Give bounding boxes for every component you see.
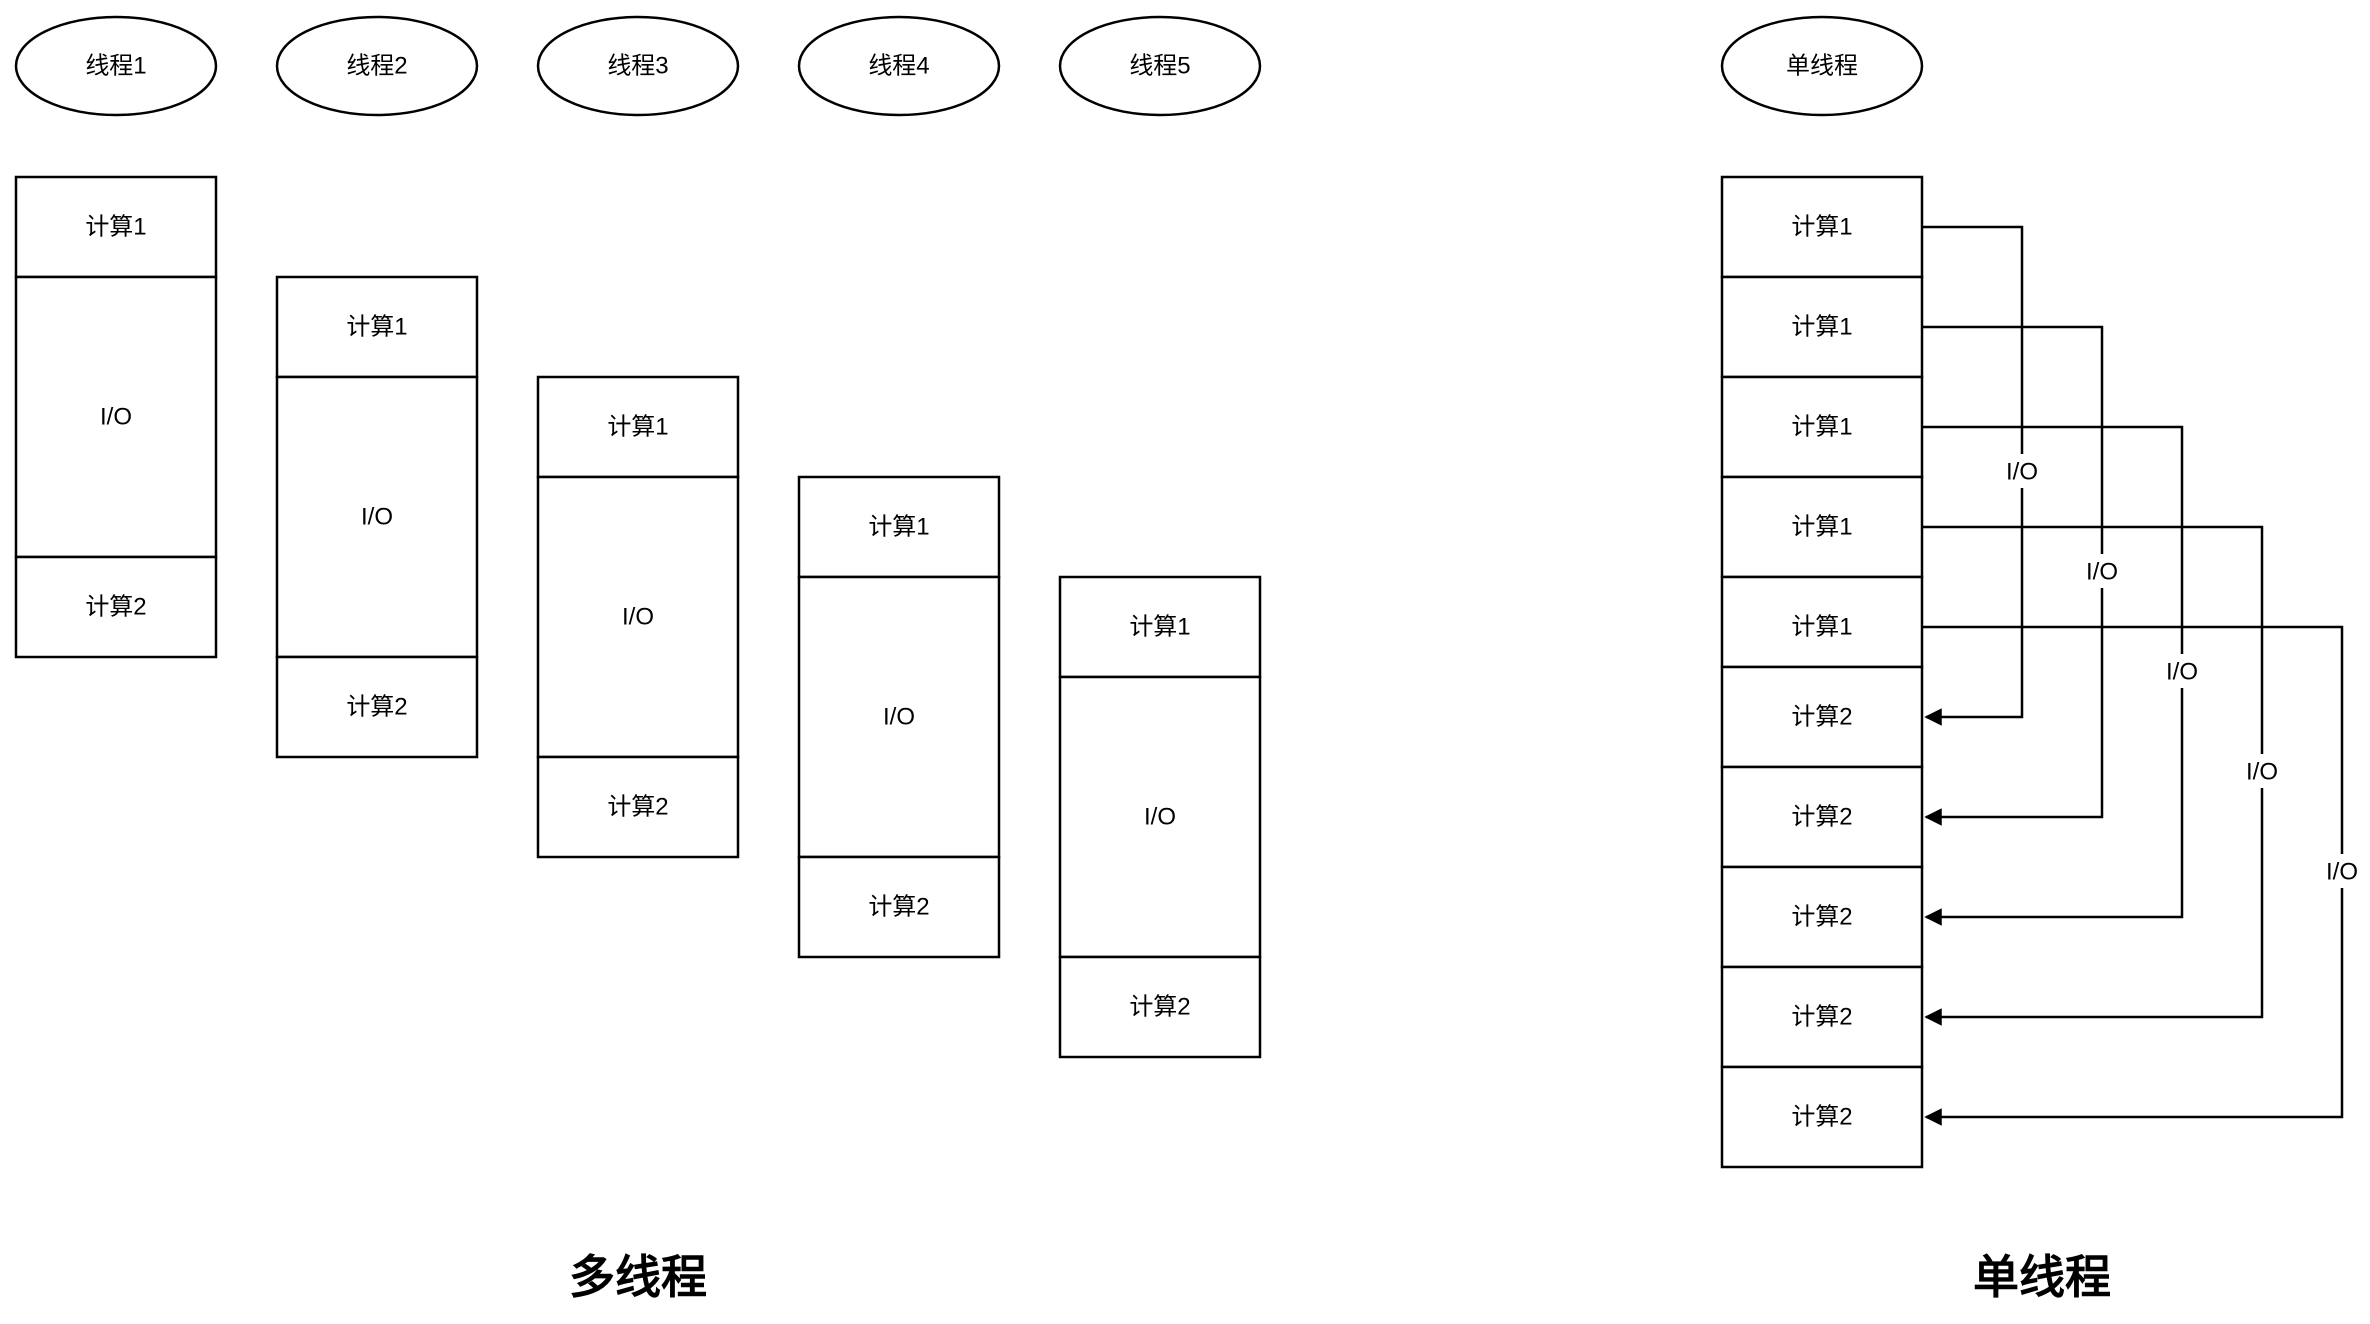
- single-thread-label: 单线程: [1786, 53, 1858, 80]
- thread-3-compute2-label: 计算2: [607, 794, 668, 821]
- single-compute1-label: 计算1: [1791, 614, 1852, 641]
- thread-1: 线程1 计算1 I/O 计算2: [14, 15, 218, 659]
- thread-4-label: 线程4: [868, 53, 929, 80]
- single-compute1-block: [1720, 375, 1924, 479]
- thread-4-compute2-label: 计算2: [868, 894, 929, 921]
- thread-1-ellipse: [14, 15, 218, 117]
- thread-4-compute2-block: [797, 855, 1001, 959]
- io-connector-label: I/O: [2326, 859, 2358, 886]
- thread-3-compute2-block: [536, 755, 740, 859]
- single-thread-section: 单线程 计算1 计算1 计算1 计算1 计算1 计算2 计算2 计算2 计算2 …: [1720, 15, 2367, 1303]
- single-compute2-block: [1720, 765, 1924, 869]
- thread-2-compute1-block: [275, 275, 479, 379]
- thread-1-compute2-block: [14, 555, 218, 659]
- thread-5-io-block: [1058, 675, 1262, 959]
- single-compute2-label: 计算2: [1791, 904, 1852, 931]
- single-compute2-label: 计算2: [1791, 704, 1852, 731]
- thread-5-io-label: I/O: [1144, 804, 1176, 831]
- thread-2-label: 线程2: [346, 53, 407, 80]
- thread-3: 线程3 计算1 I/O 计算2: [536, 15, 740, 859]
- single-compute2-block: [1720, 1065, 1924, 1169]
- io-connector-arrow: [1922, 425, 2184, 926]
- single-compute2-label: 计算2: [1791, 1004, 1852, 1031]
- io-connector-label: I/O: [2246, 759, 2278, 786]
- thread-5-ellipse: [1058, 15, 1262, 117]
- io-connector-arrow: [1922, 525, 2264, 1026]
- io-connector-label: I/O: [2166, 659, 2198, 686]
- single-thread-ellipse: [1720, 15, 1924, 117]
- io-connector-label: I/O: [2086, 559, 2118, 586]
- thread-2-compute2-block: [275, 655, 479, 759]
- thread-2-ellipse: [275, 15, 479, 117]
- thread-2-io-label: I/O: [361, 504, 393, 531]
- thread-5-compute2-block: [1058, 955, 1262, 1059]
- thread-1-compute1-label: 计算1: [85, 214, 146, 241]
- single-compute2-block: [1720, 865, 1924, 969]
- thread-2-io-block: [275, 375, 479, 659]
- thread-4-ellipse: [797, 15, 1001, 117]
- multi-thread-section: 线程1 计算1 I/O 计算2 线程2 计算1 I/O 计算2 线程3 计算1: [14, 15, 1262, 1303]
- thread-3-label: 线程3: [607, 53, 668, 80]
- single-compute1-block: [1720, 275, 1924, 379]
- multi-thread-title: 多线程: [569, 1251, 707, 1303]
- single-compute1-label: 计算1: [1791, 414, 1852, 441]
- single-thread-title: 单线程: [1973, 1251, 2111, 1303]
- single-compute2-label: 计算2: [1791, 1104, 1852, 1131]
- single-compute1-label: 计算1: [1791, 514, 1852, 541]
- io-label-bg: [2237, 754, 2287, 788]
- thread-3-compute1-block: [536, 375, 740, 479]
- io-connector-label: I/O: [2006, 459, 2038, 486]
- io-connector-arrow: [1922, 325, 2104, 826]
- thread-1-compute1-block: [14, 175, 218, 279]
- single-compute1-block: [1720, 475, 1924, 579]
- thread-5-label: 线程5: [1129, 53, 1190, 80]
- thread-2: 线程2 计算1 I/O 计算2: [275, 15, 479, 759]
- io-label-bg: [2157, 654, 2207, 688]
- thread-1-label: 线程1: [85, 53, 146, 80]
- thread-5-compute2-label: 计算2: [1129, 994, 1190, 1021]
- thread-4-compute1-block: [797, 475, 1001, 579]
- thread-5: 线程5 计算1 I/O 计算2: [1058, 15, 1262, 1059]
- io-label-bg: [2317, 854, 2367, 888]
- thread-4: 线程4 计算1 I/O 计算2: [797, 15, 1001, 959]
- thread-3-ellipse: [536, 15, 740, 117]
- thread-1-io-label: I/O: [100, 404, 132, 431]
- thread-4-io-label: I/O: [883, 704, 915, 731]
- single-compute2-block: [1720, 965, 1924, 1069]
- thread-3-compute1-label: 计算1: [607, 414, 668, 441]
- thread-2-compute2-label: 计算2: [346, 694, 407, 721]
- thread-1-io-block: [14, 275, 218, 559]
- single-compute1-block: [1720, 175, 1924, 279]
- thread-5-compute1-block: [1058, 575, 1262, 679]
- thread-4-compute1-label: 计算1: [868, 514, 929, 541]
- io-connector-arrow: [1922, 625, 2344, 1126]
- single-compute1-label: 计算1: [1791, 214, 1852, 241]
- thread-1-compute2-label: 计算2: [85, 594, 146, 621]
- thread-3-io-block: [536, 475, 740, 759]
- io-label-bg: [1997, 454, 2047, 488]
- single-compute1-label: 计算1: [1791, 314, 1852, 341]
- thread-2-compute1-label: 计算1: [346, 314, 407, 341]
- single-compute2-label: 计算2: [1791, 804, 1852, 831]
- thread-5-compute1-label: 计算1: [1129, 614, 1190, 641]
- thread-3-io-label: I/O: [622, 604, 654, 631]
- io-label-bg: [2077, 554, 2127, 588]
- thread-4-io-block: [797, 575, 1001, 859]
